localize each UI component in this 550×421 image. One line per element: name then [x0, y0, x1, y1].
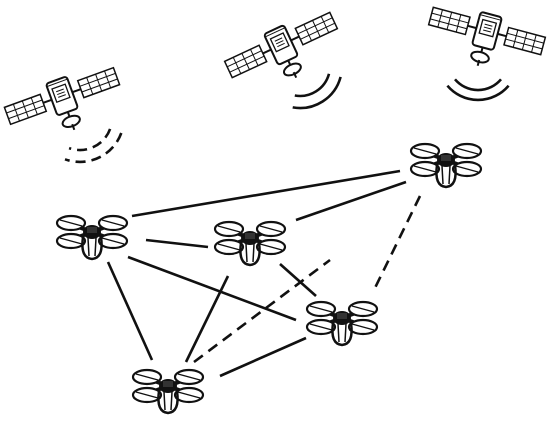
quadcopter-drone-icon — [55, 214, 129, 261]
sat-1-signal-arc-1 — [68, 128, 112, 152]
sat-3-signal-arc-1 — [454, 78, 502, 92]
quadcopter-drone-icon — [131, 368, 205, 415]
link-drone-1-drone-2-solid — [145, 238, 209, 249]
satellite-icon — [220, 4, 350, 104]
link-drone-2-drone-5-solid — [279, 263, 317, 297]
link-drone-3-drone-5-dashed — [372, 195, 422, 291]
sat-2-signal-arc-1 — [294, 73, 331, 98]
link-drone-1-drone-5-solid — [127, 255, 297, 322]
links-layer — [106, 169, 422, 378]
sat-3-signal-arc-2 — [446, 84, 510, 102]
link-drone-1-drone-3-solid — [131, 169, 401, 218]
link-drone-4-drone-5-dashed — [193, 258, 331, 364]
sat-2-signal-arc-2 — [292, 76, 342, 110]
satellite-icon — [0, 59, 130, 151]
satellite-icon — [420, 0, 549, 82]
link-drone-3-drone-4-solid — [219, 336, 307, 378]
quadcopter-drone-icon — [305, 300, 379, 347]
signals-layer — [64, 73, 510, 164]
quadcopter-drone-icon — [409, 142, 483, 189]
link-drone-2-drone-4-solid — [184, 275, 230, 363]
link-drone-2-drone-3-solid — [295, 180, 407, 222]
link-drone-1-drone-4-solid — [106, 261, 154, 361]
sat-1-signal-arc-2 — [64, 132, 123, 164]
quadcopter-drone-icon — [213, 220, 287, 267]
